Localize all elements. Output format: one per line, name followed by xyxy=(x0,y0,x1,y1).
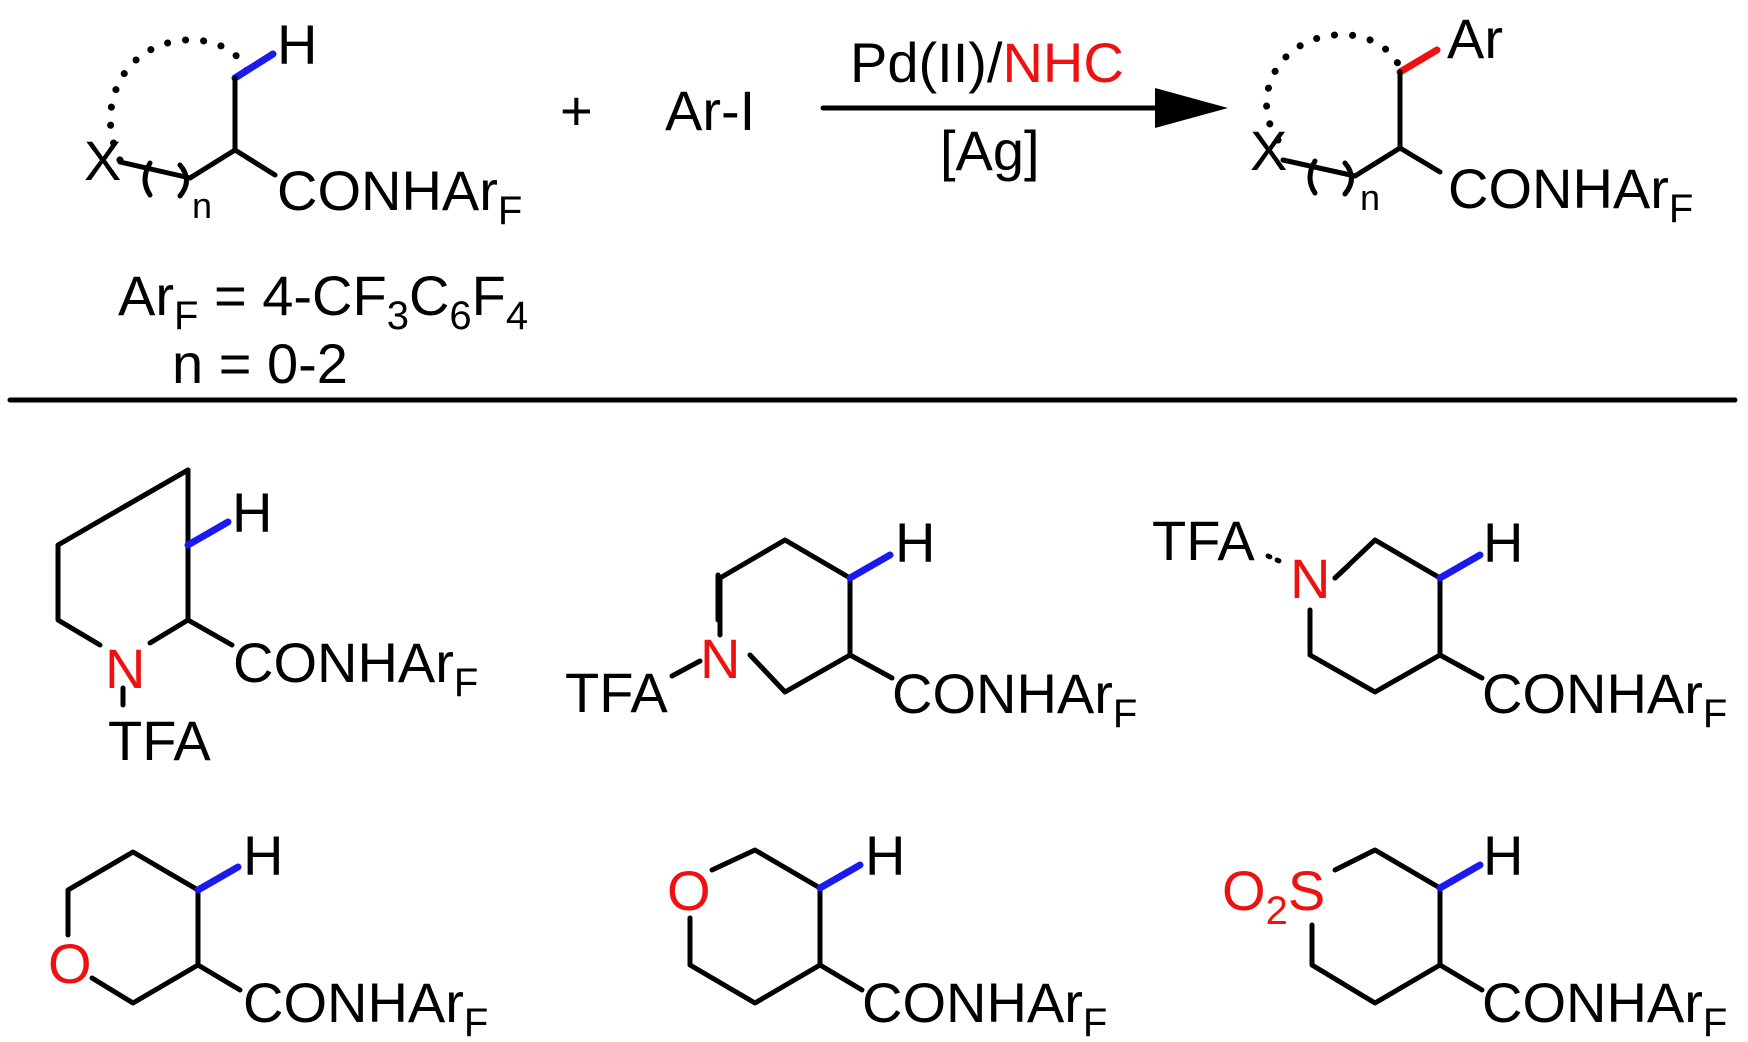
protecting-group-label: TFA xyxy=(108,709,211,772)
ch-bond xyxy=(816,861,864,892)
reagent-aryl-iodide: Ar-I xyxy=(665,79,755,142)
ch-bond xyxy=(194,863,242,894)
amide-label: CONHArF xyxy=(1482,662,1727,736)
amide-label: CONHArF xyxy=(233,631,478,705)
sm-amide-label: CONHArF xyxy=(277,159,522,233)
pr-amide-label: CONHArF xyxy=(1448,157,1693,231)
protecting-group-label: TFA xyxy=(1152,509,1255,572)
substrate-4: H O CONHArF xyxy=(48,824,488,1042)
heteroatom-label: O xyxy=(667,859,711,922)
amide-label: CONHArF xyxy=(892,662,1137,736)
h-label: H xyxy=(232,481,272,544)
sm-ring-atom: X xyxy=(84,129,121,192)
substrate-1: H N TFA CONHArF xyxy=(55,467,478,772)
heteroatom-label: O2S xyxy=(1222,859,1325,933)
sm-ch-bond xyxy=(231,50,277,82)
amide-bond xyxy=(1437,962,1485,993)
pr-ring-atom: X xyxy=(1250,119,1287,182)
n-pg-bond xyxy=(669,658,703,679)
ring-bond xyxy=(119,467,191,511)
plus-sign: + xyxy=(560,79,593,142)
h-label: H xyxy=(1483,511,1523,574)
sm-n-label: n xyxy=(192,185,212,226)
pr-new-bond xyxy=(1396,46,1441,76)
heteroatom-label: O xyxy=(48,932,92,995)
substrate-5: H O CONHArF xyxy=(667,824,1107,1042)
protecting-group-label: TFA xyxy=(565,661,668,724)
heteroatom-label: N xyxy=(1290,547,1330,610)
pr-bracket xyxy=(1342,160,1354,197)
amide-label: CONHArF xyxy=(862,971,1107,1042)
starting-material: X H n CONHArF xyxy=(84,13,522,233)
h-label: H xyxy=(895,511,935,574)
amide-bond xyxy=(185,617,235,648)
sm-bracket xyxy=(177,162,189,199)
substrate-6: H O2S CONHArF xyxy=(1222,824,1727,1042)
additive-label: [Ag] xyxy=(940,119,1040,182)
ring-bonds xyxy=(55,467,191,648)
pr-bond xyxy=(1397,145,1443,175)
h-label: H xyxy=(243,824,283,887)
heteroatom-label: N xyxy=(700,627,740,690)
catalyst-label: Pd(II)/NHC xyxy=(850,31,1124,94)
ring-bonds xyxy=(1309,847,1443,1006)
amide-bond xyxy=(847,652,895,681)
n-pg-bond xyxy=(1265,553,1289,567)
pr-n-label: n xyxy=(1360,177,1380,218)
sm-ring-dotted xyxy=(107,36,252,164)
amide-label: CONHArF xyxy=(243,971,488,1042)
ch-bond xyxy=(1436,551,1484,582)
heteroatom-label: N xyxy=(105,637,145,700)
substrate-3: H N TFA CONHArF xyxy=(1152,509,1727,736)
ring-bonds xyxy=(147,542,191,646)
reaction-arrow xyxy=(820,88,1228,128)
sm-bond xyxy=(232,147,278,178)
n-definition: n = 0-2 xyxy=(172,332,348,395)
pr-bracket xyxy=(1307,158,1318,196)
ch-bond xyxy=(846,551,894,582)
arf-definition: ArF = 4-CF3C6F4 xyxy=(118,264,528,338)
ch-bond xyxy=(1436,861,1484,892)
pr-ar-label: Ar xyxy=(1447,7,1503,70)
amide-bond xyxy=(817,962,865,993)
amide-label: CONHArF xyxy=(1482,971,1727,1042)
h-label: H xyxy=(865,824,905,887)
ring-bond xyxy=(1332,563,1351,581)
pr-ring-dotted xyxy=(1263,31,1404,144)
amide-bond xyxy=(195,962,243,993)
h-label: H xyxy=(1483,824,1523,887)
sm-bond xyxy=(117,159,193,181)
amide-bond xyxy=(1437,652,1485,681)
sm-bracket xyxy=(142,160,153,198)
ch-bond xyxy=(184,518,232,549)
product: X Ar n CONHArF xyxy=(1250,7,1693,231)
pr-bond xyxy=(1352,145,1403,179)
sm-h-label: H xyxy=(277,13,317,76)
sm-bond xyxy=(187,147,238,181)
pr-bond xyxy=(1280,157,1358,179)
substrate-2: H N TFA CONHArF xyxy=(565,511,1137,736)
